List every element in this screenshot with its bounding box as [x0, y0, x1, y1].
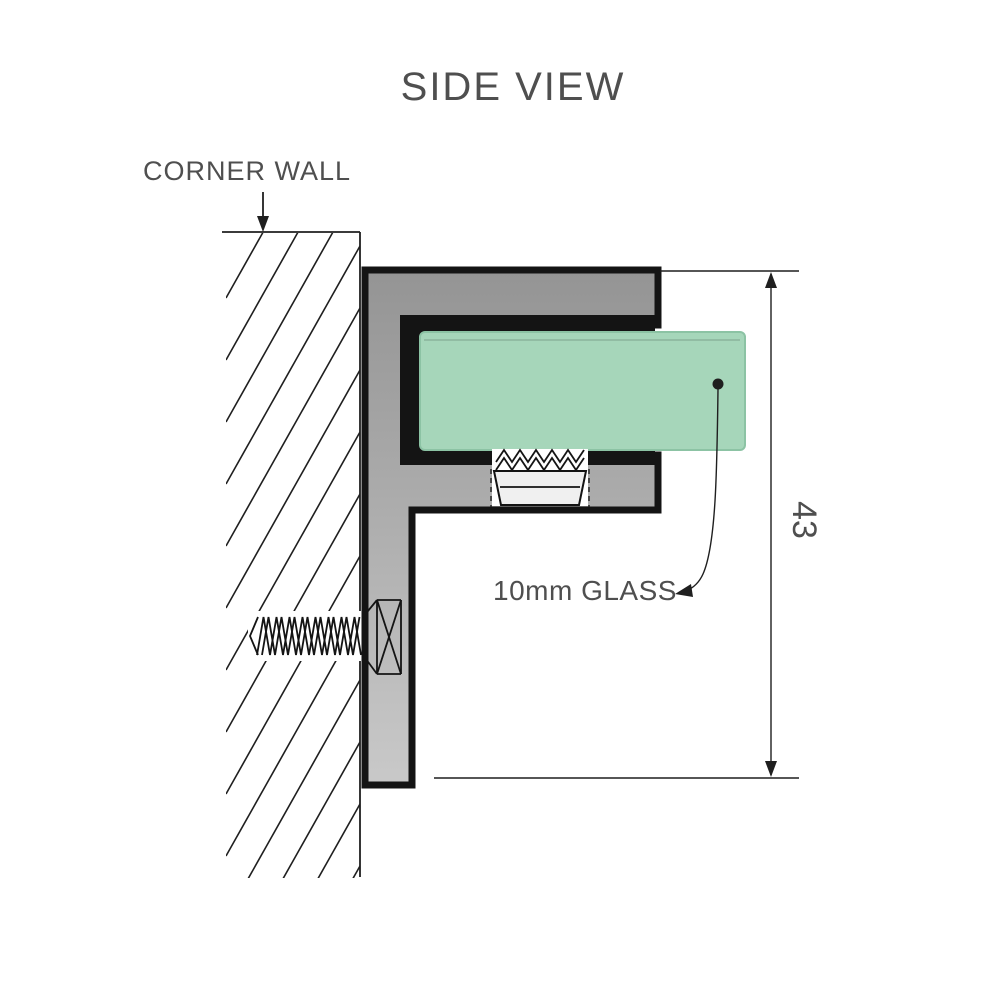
- dimension-43: 43: [434, 270, 823, 779]
- hatch-line: [226, 233, 299, 361]
- glass-callout-dot: [712, 378, 724, 390]
- glass-assembly: [419, 331, 746, 451]
- wall-screw-head: [362, 599, 402, 675]
- screw-thread: [261, 616, 361, 656]
- glass-callout-arrowhead: [675, 584, 693, 597]
- screw-tip: [249, 616, 259, 656]
- corner-wall-callout: CORNER WALL: [143, 156, 351, 232]
- glass-callout-leader: [685, 388, 719, 592]
- screw-head-flare: [362, 599, 378, 618]
- hatch-line: [282, 741, 360, 878]
- screw-head-flare: [362, 654, 378, 675]
- wall: [222, 231, 361, 878]
- diagram-title: SIDE VIEW: [401, 65, 626, 109]
- glass-panel: [419, 331, 746, 451]
- grub-thread: [495, 448, 585, 464]
- wall-hatching: [226, 233, 360, 878]
- screw-head-cross: [376, 599, 402, 675]
- dimension-arrowhead-bottom: [765, 761, 777, 777]
- dimension-label: 43: [785, 501, 823, 539]
- corner-wall-label: CORNER WALL: [143, 156, 351, 186]
- hatch-line: [226, 233, 334, 423]
- corner-wall-arrowhead: [257, 216, 269, 232]
- hatch-line: [226, 555, 360, 795]
- glass-label: 10mm GLASS: [493, 575, 677, 606]
- hatch-line: [226, 369, 360, 609]
- grub-thread: [495, 456, 585, 472]
- hatch-line: [226, 233, 264, 299]
- hatch-line: [317, 803, 360, 878]
- wall-screw-shaft: [248, 611, 365, 661]
- hatch-line: [226, 307, 360, 547]
- glass-callout: 10mm GLASS: [493, 378, 724, 606]
- grub-collar: [492, 470, 588, 506]
- hatch-line: [352, 865, 360, 878]
- grub-screw: [490, 448, 590, 507]
- hatch-line: [226, 245, 360, 485]
- hatch-line: [247, 679, 360, 878]
- dimension-arrowhead-top: [765, 272, 777, 288]
